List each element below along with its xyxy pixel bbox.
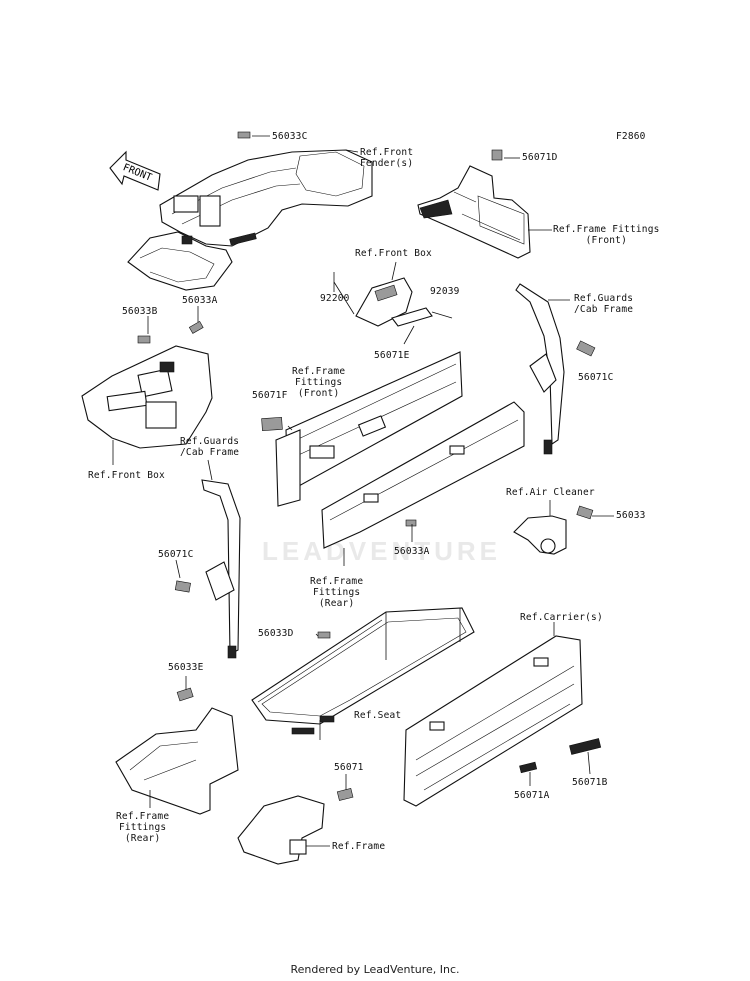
label-ref-frame-fittings-rear-bottom: Ref.Frame Fittings (Rear) [116, 811, 170, 844]
label-ref-guards-cab-left: Ref.Guards /Cab Frame [180, 436, 240, 458]
label-56071B: 56071B [572, 777, 608, 788]
label-56071: 56071 [334, 762, 364, 773]
carrier-bed-part [403, 635, 602, 807]
label-ref-frame-fittings-rear-mid: Ref.Frame Fittings (Rear) [310, 576, 364, 609]
footer-credit: Rendered by LeadVenture, Inc. [290, 963, 460, 976]
label-ref-seat: Ref.Seat [354, 710, 402, 721]
front-fender-part [127, 131, 373, 291]
label-ref-guards-cab-right: Ref.Guards /Cab Frame [574, 293, 634, 315]
label-56033A-mid: 56033A [394, 546, 430, 557]
frame-fittings-front-top-part [417, 149, 531, 259]
air-cleaner-part [513, 505, 594, 555]
label-56071C-right: 56071C [578, 372, 614, 383]
label-ref-air-cleaner: Ref.Air Cleaner [506, 487, 595, 498]
watermark: LEADVENTURE [262, 536, 502, 566]
front-arrow-icon: FRONT [109, 150, 161, 191]
label-56033: 56033 [616, 510, 646, 521]
frame-bracket-part [237, 788, 354, 865]
front-box-panel-part [81, 320, 213, 465]
guards-cab-frame-right-part [515, 283, 596, 455]
label-56033D: 56033D [258, 628, 294, 639]
label-56033A-top: 56033A [182, 295, 218, 306]
label-ref-front-fender: Ref.Front Fender(s) [360, 147, 414, 169]
label-56033E: 56033E [168, 662, 204, 673]
label-56071E: 56071E [374, 350, 410, 361]
label-56071F: 56071F [252, 390, 288, 401]
frame-fittings-rear-bottom-part [115, 687, 239, 815]
label-ref-frame-fittings-front-top: Ref.Frame Fittings (Front) [553, 224, 660, 246]
label-56071A: 56071A [514, 790, 550, 801]
frame-fittings-front-mid-part [261, 351, 525, 566]
label-ref-front-box-left: Ref.Front Box [88, 470, 165, 481]
label-92200: 92200 [320, 293, 350, 304]
label-ref-front-box-top: Ref.Front Box [355, 248, 432, 259]
label-56071D: 56071D [522, 152, 558, 163]
guards-cab-frame-left-part [174, 479, 241, 659]
seat-carrier-frame-part [251, 607, 475, 740]
leader-lines [147, 135, 614, 847]
label-92039: 92039 [430, 286, 460, 297]
label-ref-carrier: Ref.Carrier(s) [520, 612, 603, 623]
label-56071C-left: 56071C [158, 549, 194, 560]
label-56033B: 56033B [122, 306, 158, 317]
front-box-lid-part [333, 272, 453, 327]
label-ref-frame-fittings-front-mid: Ref.Frame Fittings (Front) [292, 366, 346, 399]
label-ref-frame: Ref.Frame [332, 841, 386, 852]
diagram-code: F2860 [616, 131, 646, 142]
label-56033C: 56033C [272, 131, 308, 142]
